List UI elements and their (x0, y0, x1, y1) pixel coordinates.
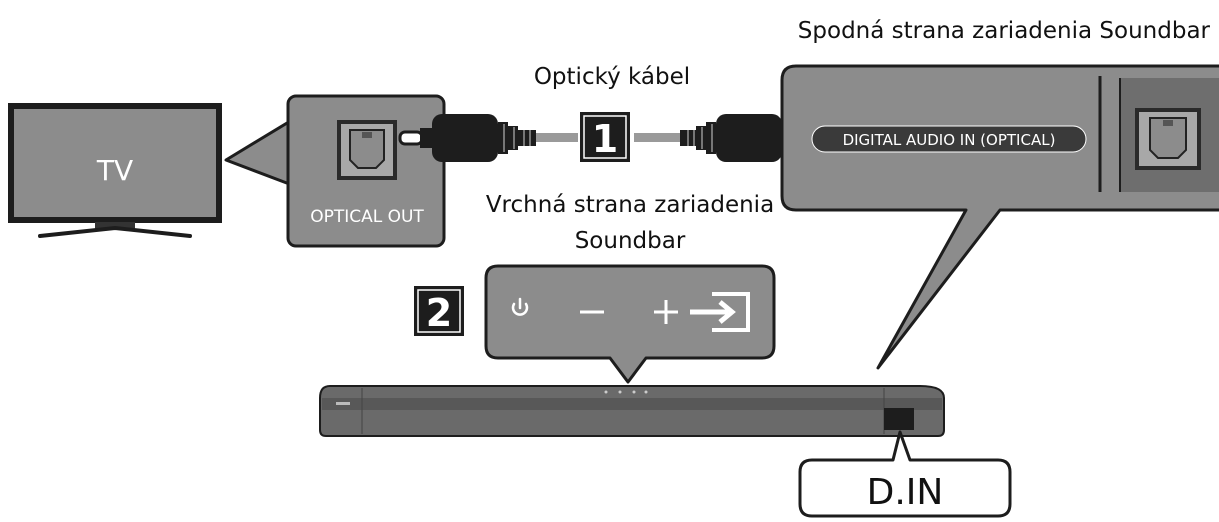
step-1-badge: 1 (580, 112, 630, 162)
tv-label: TV (96, 154, 133, 187)
d-in-port (884, 408, 914, 430)
optical-out-port-icon (337, 120, 397, 180)
soundbar-top-label-line2: Soundbar (575, 228, 686, 254)
tv-callout-pointer (224, 118, 294, 187)
optical-out-label: OPTICAL OUT (310, 207, 424, 227)
step-2-badge: 2 (414, 286, 464, 336)
control-panel-callout (484, 264, 776, 384)
digital-audio-in-label: DIGITAL AUDIO IN (OPTICAL) (843, 131, 1056, 149)
d-in-callout: D.IN (798, 430, 1012, 518)
optical-cable-label: Optický kábel (534, 64, 690, 90)
digital-audio-in-port-icon (1135, 108, 1201, 170)
input-source-icon (690, 292, 750, 332)
volume-up-icon (654, 300, 678, 324)
tv-illustration: TV (8, 103, 222, 238)
tv-stand (38, 225, 192, 238)
soundbar-bottom-label: Spodná strana zariadenia Soundbar (798, 18, 1211, 44)
step-1-number: 1 (592, 117, 618, 161)
soundbar-bottom-panel: DIGITAL AUDIO IN (OPTICAL) (780, 64, 1219, 370)
step-2-number: 2 (426, 291, 452, 335)
soundbar-logo (336, 402, 350, 405)
power-icon (511, 297, 529, 316)
d-in-label: D.IN (867, 472, 944, 513)
soundbar-top-label-line1: Vrchná strana zariadenia (486, 192, 774, 218)
optical-out-panel: OPTICAL OUT (286, 94, 446, 248)
soundbar-body (319, 385, 945, 437)
